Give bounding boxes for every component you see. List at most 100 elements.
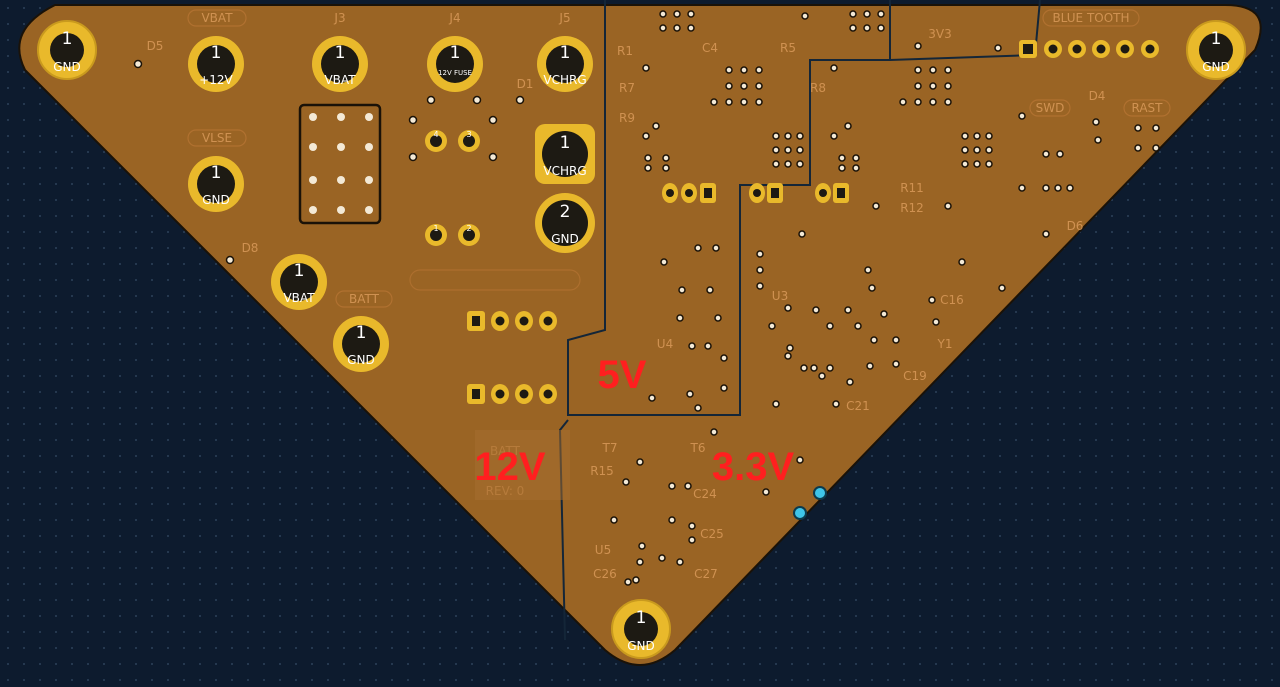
ref-u3: U3 xyxy=(772,289,788,303)
svg-text:VCHRG: VCHRG xyxy=(543,73,586,87)
zone-label-3v3: 3.3V xyxy=(712,445,795,489)
zone-label-12v: 12V xyxy=(474,445,545,489)
silk-batt-tag-2: BATT xyxy=(490,444,521,458)
svg-text:1: 1 xyxy=(450,43,461,63)
header-2pin-c[interactable] xyxy=(815,183,849,203)
svg-text:1: 1 xyxy=(560,43,571,63)
svg-text:2: 2 xyxy=(466,224,471,233)
header-3pin-a[interactable] xyxy=(662,183,716,203)
svg-text:2: 2 xyxy=(560,202,571,222)
silk-rev-tag: REV: 0 xyxy=(486,484,525,498)
svg-text:1: 1 xyxy=(62,29,73,49)
silk-region-rev xyxy=(475,430,570,500)
svg-text:1: 1 xyxy=(211,163,222,183)
svg-text:GND: GND xyxy=(551,232,579,246)
svg-text:+12V: +12V xyxy=(199,73,233,87)
ref-c4: C4 xyxy=(702,41,718,55)
svg-text:VBAT: VBAT xyxy=(283,291,315,305)
ref-c27: C27 xyxy=(694,567,718,581)
board-outline xyxy=(18,4,1262,666)
svg-text:1: 1 xyxy=(560,133,571,153)
mounting-hole-bottom[interactable]: 1 GND xyxy=(611,599,671,659)
zone-label-5v: 5V xyxy=(598,353,647,397)
silk-bluetooth-tag: BLUE TOOTH xyxy=(1052,11,1129,25)
test-point-b[interactable] xyxy=(793,506,807,520)
svg-text:VCHRG: VCHRG xyxy=(543,164,586,178)
pad-gnd-mid[interactable]: 1 GND xyxy=(333,316,389,372)
pad-12v[interactable]: 1 +12V xyxy=(188,36,244,92)
ref-r7: R7 xyxy=(619,81,635,95)
header-block-pads[interactable] xyxy=(309,113,373,214)
silk-vlse-tag: VLSE xyxy=(202,131,232,145)
header-2pin-b[interactable] xyxy=(749,183,783,203)
silk-region-connectors xyxy=(409,269,581,291)
ref-designators: J3 J4 J5 D5 D1 D8 R1 R7 R9 R5 R8 C4 U4 U… xyxy=(147,11,1106,581)
small-pad-2[interactable]: 2 xyxy=(458,224,480,246)
svg-text:GND: GND xyxy=(347,353,375,367)
ref-r1: R1 xyxy=(617,44,633,58)
silk-region-swd xyxy=(1029,99,1071,117)
pad-j4-12v-fuse[interactable]: 1 12V FUSE xyxy=(427,36,483,92)
ref-t6: T6 xyxy=(690,441,706,455)
small-pad-1[interactable]: 1 xyxy=(425,224,447,246)
silk-region-bluetooth xyxy=(1042,9,1140,27)
ref-d5: D5 xyxy=(147,39,164,53)
pad-vbat-mid[interactable]: 1 VBAT xyxy=(271,254,327,310)
silk-region-vbat xyxy=(187,9,247,27)
ref-d1: D1 xyxy=(517,77,534,91)
pad-gnd-round-2[interactable]: 2 GND xyxy=(535,193,595,253)
svg-text:1: 1 xyxy=(433,224,438,233)
ref-y1: Y1 xyxy=(937,337,953,351)
bluetooth-header[interactable] xyxy=(1019,40,1159,58)
header-4pin-top[interactable] xyxy=(467,311,557,331)
svg-text:1: 1 xyxy=(356,323,367,343)
ref-r11: R11 xyxy=(900,181,924,195)
silk-rast-tag: RAST xyxy=(1131,101,1163,115)
ref-r15: R15 xyxy=(590,464,614,478)
svg-text:GND: GND xyxy=(202,193,230,207)
ref-j5: J5 xyxy=(558,11,570,25)
silk-region-vlse xyxy=(187,129,247,147)
svg-text:1: 1 xyxy=(211,43,222,63)
header-4pin-bottom[interactable] xyxy=(467,384,557,404)
ref-r12: R12 xyxy=(900,201,924,215)
svg-text:1: 1 xyxy=(294,261,305,281)
small-pad-4[interactable]: 4 xyxy=(425,130,447,152)
ref-c25: C25 xyxy=(700,527,724,541)
svg-text:3: 3 xyxy=(466,130,471,139)
ref-u5: U5 xyxy=(595,543,611,557)
svg-text:1: 1 xyxy=(636,608,647,628)
silk-vbat-tag: VBAT xyxy=(201,11,233,25)
ref-r8: R8 xyxy=(810,81,826,95)
ref-u4: U4 xyxy=(657,337,673,351)
test-point-a[interactable] xyxy=(813,486,827,500)
ref-d6: D6 xyxy=(1067,219,1084,233)
svg-text:VBAT: VBAT xyxy=(324,73,356,87)
pad-gnd-left[interactable]: 1 GND xyxy=(188,156,244,212)
mounting-hole-top-left[interactable]: 1 GND xyxy=(37,20,97,80)
zone-boundary-5v xyxy=(567,0,891,416)
ref-c26: C26 xyxy=(593,567,617,581)
svg-text:GND: GND xyxy=(627,639,655,653)
ref-c24: C24 xyxy=(693,487,717,501)
mounting-hole-top-right[interactable]: 1 GND xyxy=(1186,20,1246,80)
ref-c16: C16 xyxy=(940,293,964,307)
pad-j3-vbat[interactable]: 1 VBAT xyxy=(312,36,368,92)
pad-j5-vchrg[interactable]: 1 VCHRG xyxy=(537,36,593,92)
svg-text:GND: GND xyxy=(53,60,81,74)
ref-j3: J3 xyxy=(333,11,345,25)
ref-r5: R5 xyxy=(780,41,796,55)
header-block-outline xyxy=(298,103,382,225)
silk-3v3-tag: 3V3 xyxy=(928,27,951,41)
ref-d4: D4 xyxy=(1089,89,1106,103)
ref-r9: R9 xyxy=(619,111,635,125)
pad-vchrg-square[interactable]: 1 VCHRG xyxy=(535,124,595,184)
ref-c21: C21 xyxy=(846,399,870,413)
svg-text:GND: GND xyxy=(1202,60,1230,74)
ref-c19: C19 xyxy=(903,369,927,383)
small-pad-3[interactable]: 3 xyxy=(458,130,480,152)
svg-text:1: 1 xyxy=(335,43,346,63)
via-field xyxy=(133,10,1160,586)
silk-batt-tag: BATT xyxy=(349,292,380,306)
